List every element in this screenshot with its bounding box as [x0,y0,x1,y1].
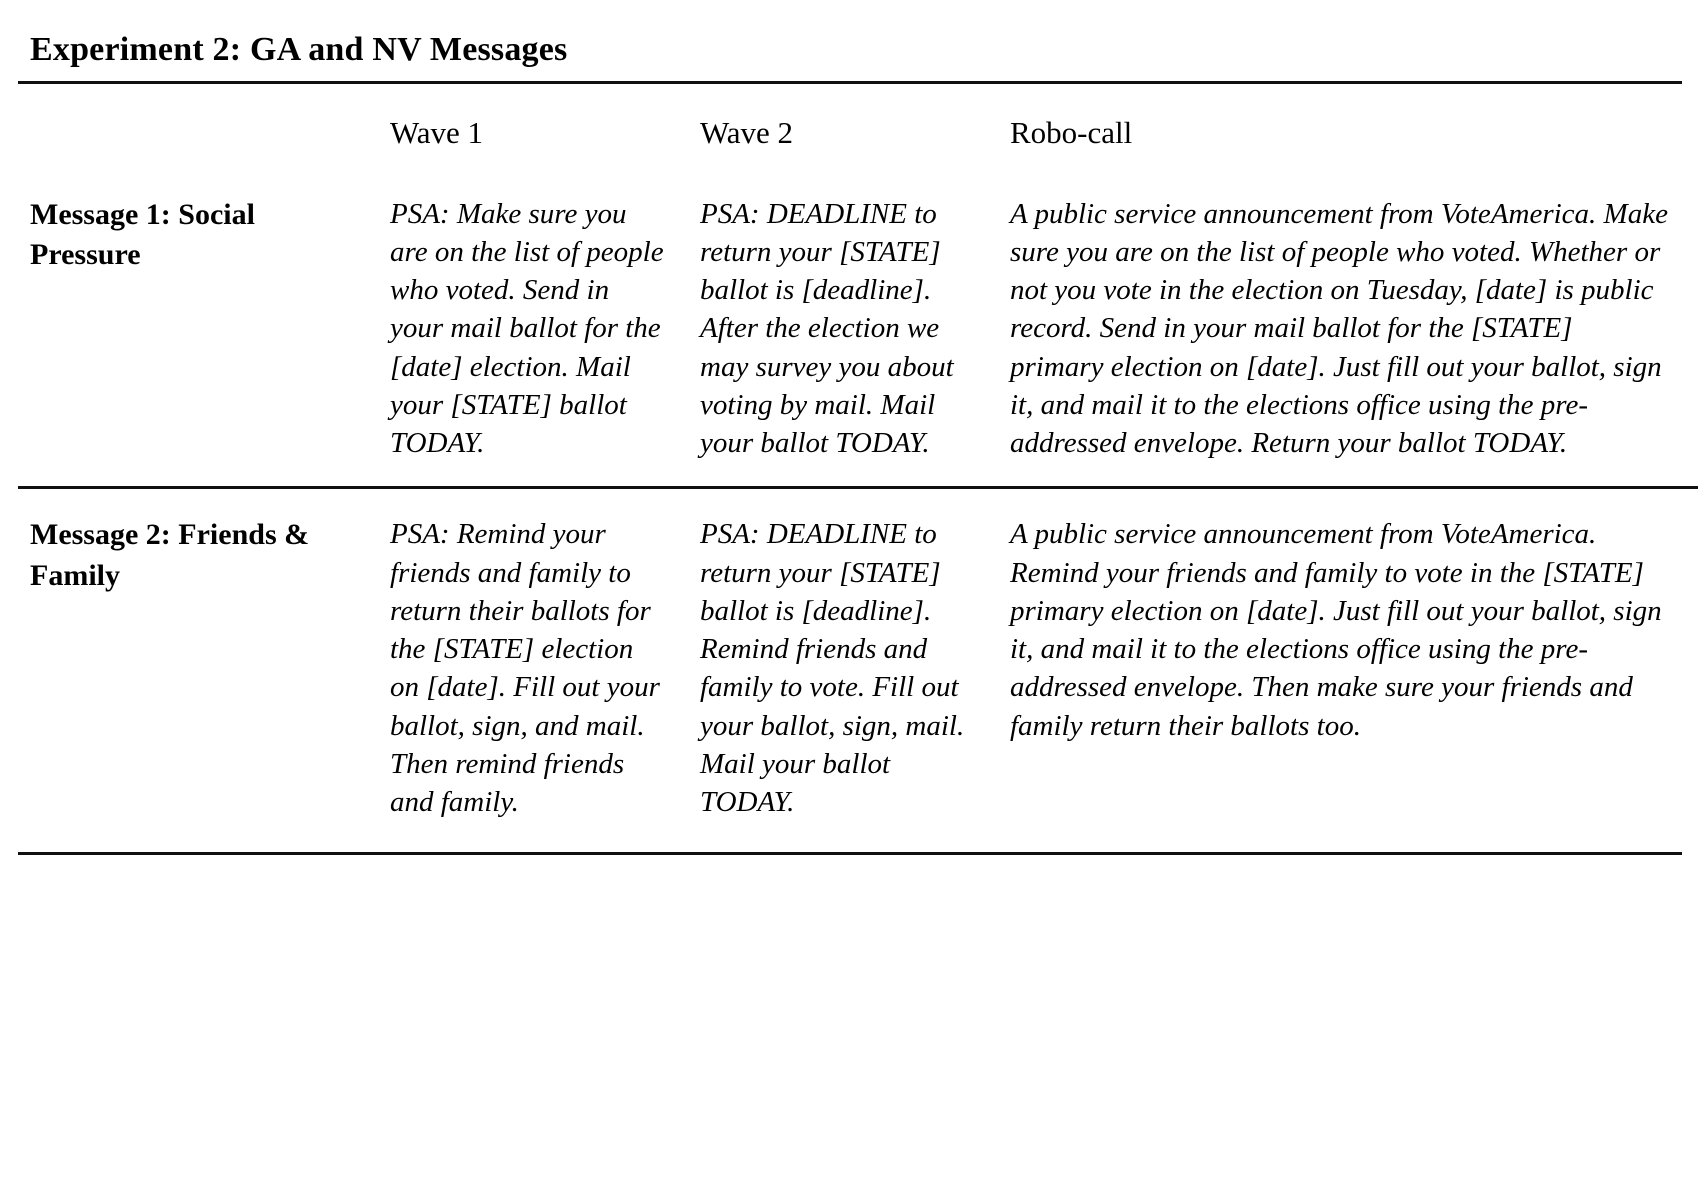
table-row: Message 1: Social Pressure PSA: Make sur… [18,169,1698,487]
column-header-label [18,84,378,169]
row-divider [18,486,1698,490]
column-header-robocall: Robo-call [1010,114,1133,150]
column-header-wave2: Wave 2 [700,114,794,150]
row-label-message-1: Message 1: Social Pressure [30,197,255,272]
cell-message-1-robocall: A public service announcement from VoteA… [1010,197,1668,460]
row-divider-cell [18,486,1698,490]
table-row: Message 2: Friends & Family PSA: Remind … [18,489,1698,845]
midrule [18,486,1698,490]
header-row: Wave 1 Wave 2 Robo-call [18,84,1698,169]
cell-message-2-wave2: PSA: DEADLINE to return your [STATE] bal… [700,518,965,819]
cell-message-1-wave1: PSA: Make sure you are on the list of pe… [390,197,664,460]
messages-table: Wave 1 Wave 2 Robo-call Message 1: Socia… [18,84,1698,846]
table-body: Message 1: Social Pressure PSA: Make sur… [18,169,1698,846]
cell-message-2-robocall: A public service announcement from VoteA… [1010,518,1662,742]
table-bottom-rule [18,851,1682,855]
cell-message-2-wave1: PSA: Remind your friends and family to r… [390,518,660,819]
row-label-message-2: Message 2: Friends & Family [30,518,310,592]
table-title: Experiment 2: GA and NV Messages [30,31,568,68]
table-header: Wave 1 Wave 2 Robo-call [18,84,1698,169]
column-header-wave1: Wave 1 [390,114,484,150]
table-top-rule [18,80,1682,84]
cell-message-1-wave2: PSA: DEADLINE to return your [STATE] bal… [700,197,954,460]
